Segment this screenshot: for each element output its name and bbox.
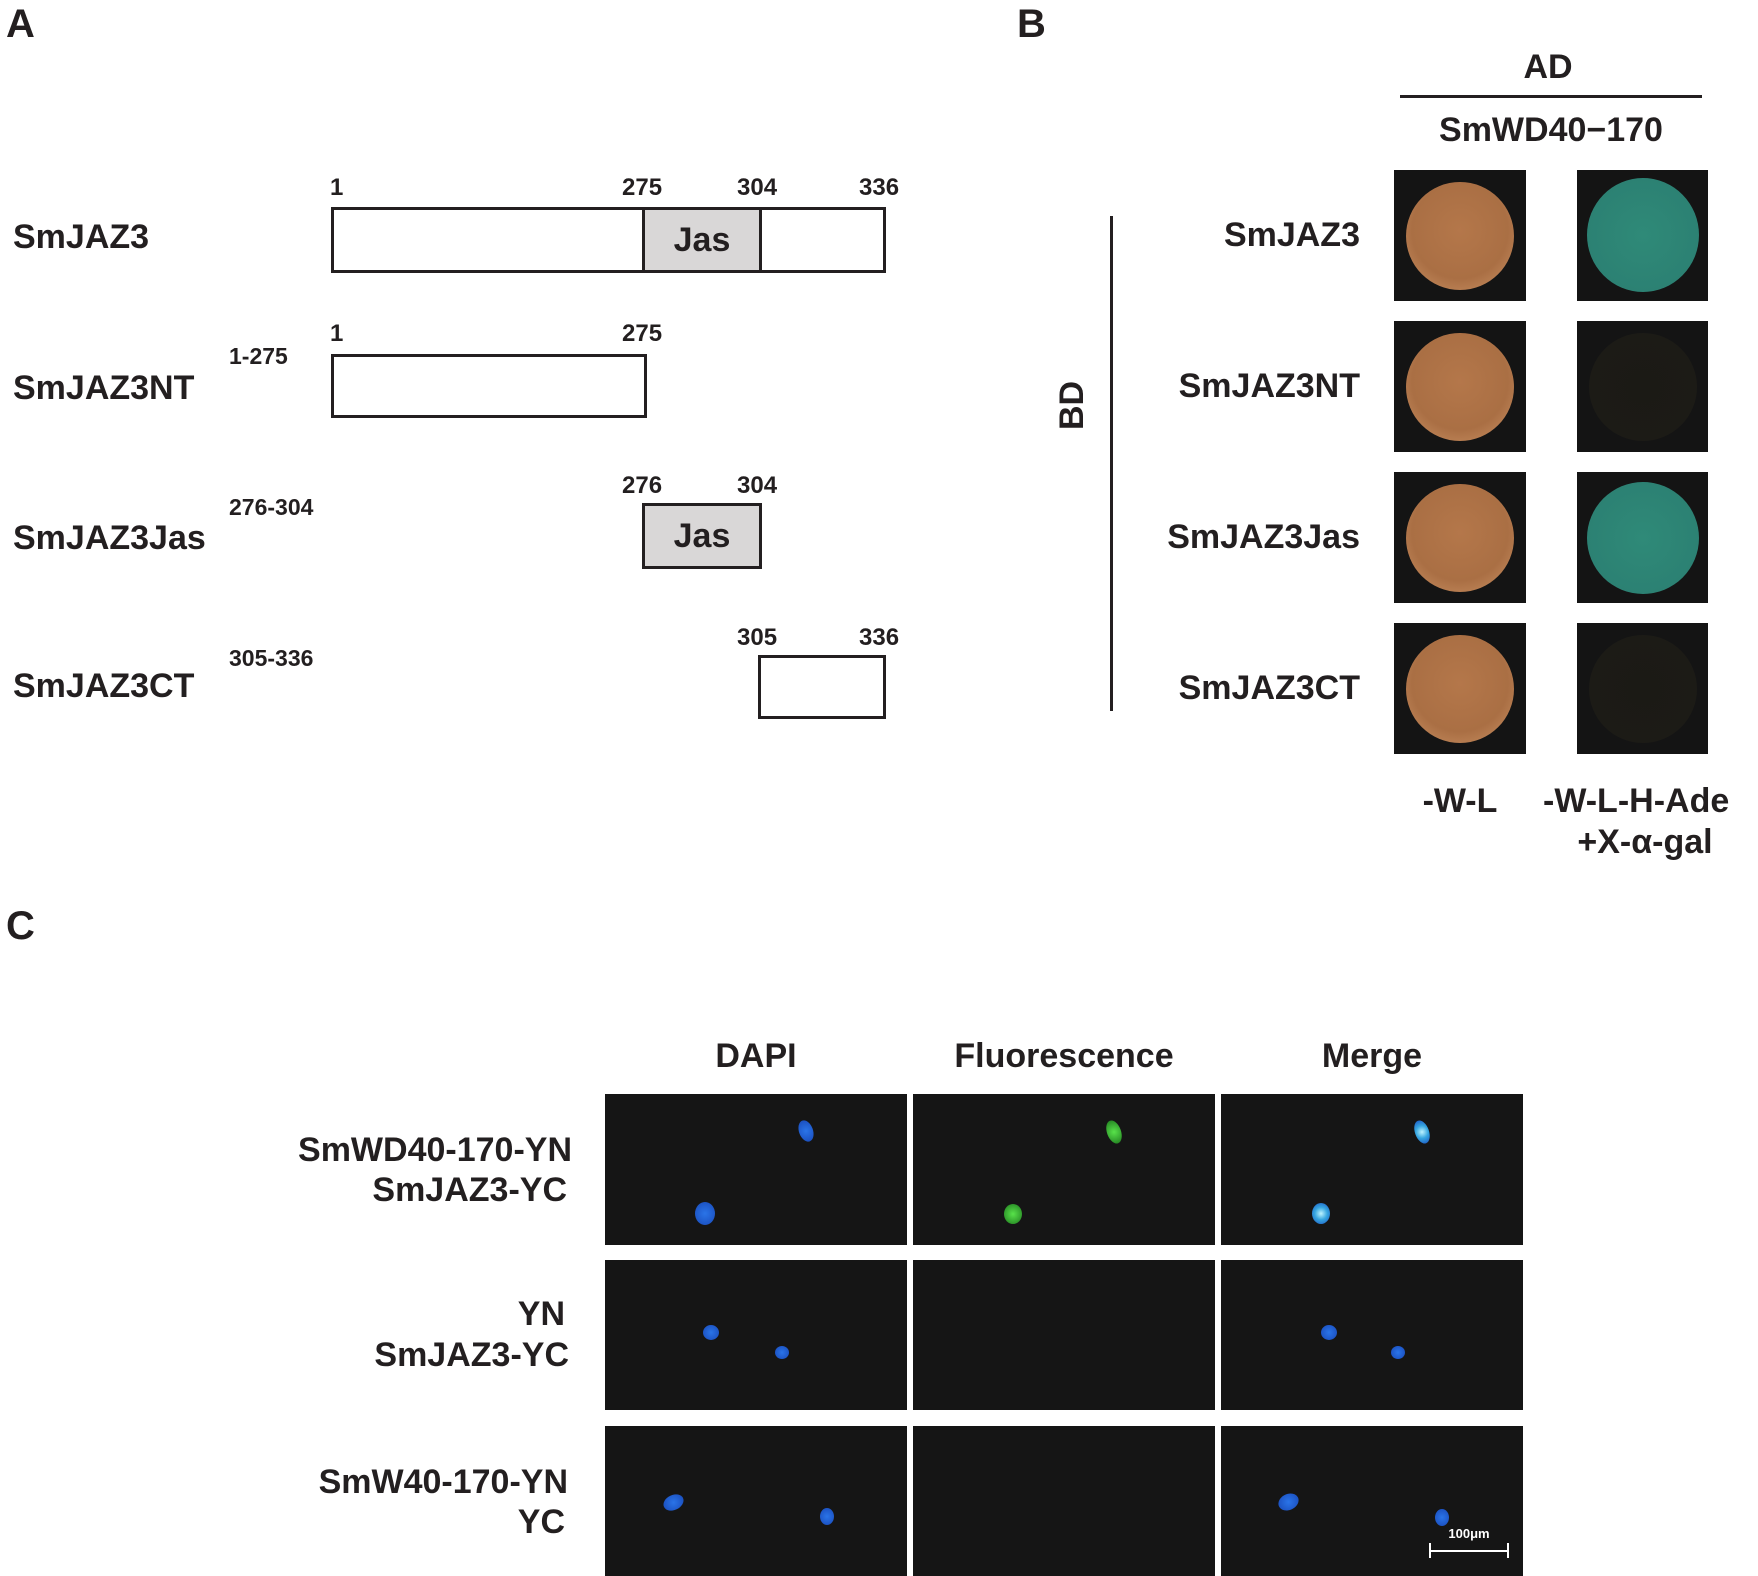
colony-tile-wl-3 [1394, 472, 1526, 603]
scale-bar-tick [1429, 1543, 1431, 1558]
column-header-fluorescence: Fluorescence [954, 1037, 1174, 1075]
row-label-line2: SmJAZ3-YC [372, 1171, 567, 1209]
row-label-line1: SmW40-170-YN [318, 1463, 568, 1501]
bd-row-label: SmJAZ3CT [1178, 669, 1360, 707]
bd-row-label: SmJAZ3Jas [1167, 518, 1360, 556]
colony [1587, 482, 1699, 594]
jas-domain-box: Jas [642, 503, 762, 569]
nucleus [795, 1118, 817, 1144]
bd-bracket [1110, 216, 1113, 711]
fluorescent-signal [1103, 1118, 1125, 1146]
panel-a-letter: A [6, 2, 35, 46]
position-label: 305 [737, 624, 778, 651]
position-label: 1 [330, 320, 344, 347]
protein-bar-smjaz3 [331, 207, 886, 273]
nucleus [1435, 1509, 1449, 1526]
row-label-line1: SmWD40-170-YN [298, 1131, 572, 1169]
bd-row-label: SmJAZ3NT [1178, 367, 1360, 405]
construct-name-smjaz3jas: SmJAZ3Jas [13, 519, 206, 557]
micrograph-merge: 100μm [1221, 1426, 1523, 1576]
protein-bar-smjaz3ct [758, 655, 886, 719]
column-header-dapi: DAPI [715, 1037, 797, 1075]
position-label: 336 [859, 624, 900, 651]
nucleus [1391, 1346, 1405, 1359]
ad-label: AD [1523, 48, 1573, 86]
position-label: 304 [737, 174, 778, 201]
position-label: 275 [622, 174, 663, 201]
colony-tile-selective-2 [1577, 321, 1708, 452]
ad-construct-label: SmWD40−170 [1439, 111, 1663, 149]
colony-tile-wl-4 [1394, 623, 1526, 754]
micrograph-merge [1221, 1260, 1523, 1410]
bd-label: BD [1053, 380, 1091, 430]
position-label: 276 [622, 472, 663, 499]
colony [1589, 333, 1697, 441]
column-header-merge: Merge [1321, 1037, 1423, 1075]
position-label: 336 [859, 174, 900, 201]
nucleus [775, 1346, 789, 1359]
colony [1406, 635, 1514, 743]
scale-bar [1429, 1550, 1509, 1552]
merged-signal [1312, 1203, 1330, 1224]
micrograph-dapi [605, 1260, 907, 1410]
position-label: 275 [622, 320, 663, 347]
micrograph-fluorescence [913, 1260, 1215, 1410]
colony-tile-selective-4 [1577, 623, 1708, 754]
row-label-line2: YC [517, 1503, 565, 1541]
medium-label-xgal: +X-α-gal [1577, 823, 1713, 861]
jas-domain-box: Jas [642, 207, 762, 273]
scale-bar-tick [1507, 1543, 1509, 1558]
micrograph-dapi [605, 1426, 907, 1576]
panel-b-letter: B [1017, 2, 1046, 46]
colony [1589, 635, 1697, 743]
colony [1406, 182, 1514, 290]
fluorescent-signal [1004, 1204, 1022, 1224]
construct-name-smjaz3nt: SmJAZ3NT [13, 369, 195, 407]
nucleus [1321, 1325, 1337, 1340]
colony-tile-wl-1 [1394, 170, 1526, 301]
construct-name-smjaz3: SmJAZ3 [13, 218, 150, 256]
micrograph-fluorescence [913, 1426, 1215, 1576]
colony-tile-selective-3 [1577, 472, 1708, 603]
ad-divider [1400, 95, 1702, 98]
colony [1587, 178, 1699, 292]
colony [1406, 484, 1514, 592]
nucleus [695, 1202, 715, 1225]
nucleus [1275, 1490, 1302, 1514]
scale-bar-label: 100μm [1448, 1526, 1490, 1541]
colony-tile-selective-1 [1577, 170, 1708, 301]
panel-c-letter: C [6, 904, 35, 948]
bd-row-label: SmJAZ3 [1223, 216, 1360, 254]
construct-range: 1-275 [229, 343, 288, 369]
protein-bar-smjaz3nt [331, 354, 647, 418]
nucleus [820, 1508, 834, 1525]
position-label: 304 [737, 472, 778, 499]
micrograph-fluorescence [913, 1094, 1215, 1245]
nucleus [660, 1491, 687, 1514]
position-label: 1 [330, 174, 344, 201]
colony [1406, 333, 1514, 441]
construct-name-smjaz3ct: SmJAZ3CT [13, 667, 195, 705]
micrograph-merge [1221, 1094, 1523, 1245]
merged-signal [1411, 1118, 1433, 1146]
micrograph-dapi [605, 1094, 907, 1245]
nucleus [703, 1325, 719, 1340]
row-label-line2: SmJAZ3-YC [374, 1336, 569, 1374]
construct-range: 305-336 [229, 645, 314, 671]
construct-range: 276-304 [229, 494, 314, 520]
medium-label-wl: -W-L [1422, 782, 1498, 820]
colony-tile-wl-2 [1394, 321, 1526, 452]
row-label-line1: YN [517, 1295, 565, 1333]
medium-label-selective: -W-L-H-Ade [1543, 782, 1730, 820]
